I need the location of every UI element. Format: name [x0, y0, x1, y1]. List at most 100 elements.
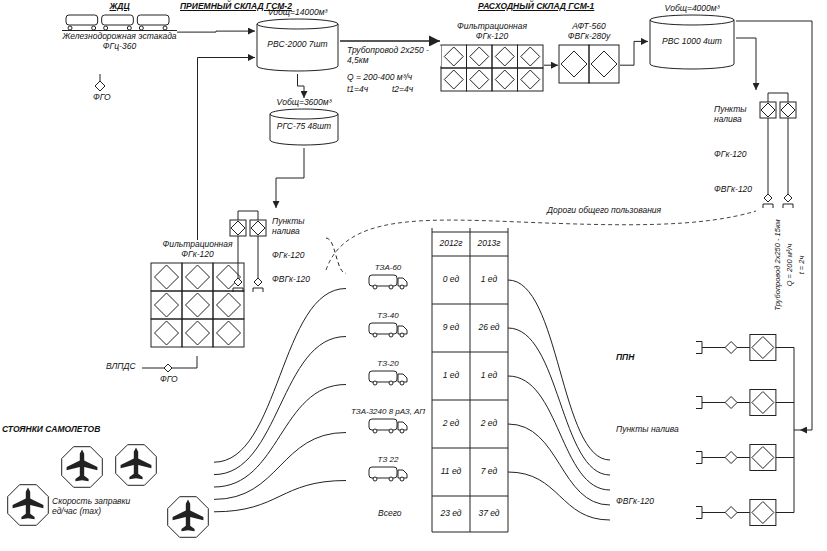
fill-node: Пункты наливаФГк-120ФВГк-120: [712, 90, 800, 210]
aircraft-group: [173, 499, 204, 531]
tank-roof: [650, 15, 734, 25]
truck-node: ТЗ-20: [346, 359, 430, 393]
aircraft-group: [13, 487, 44, 519]
supply-line: [508, 328, 610, 475]
pipe: [258, 236, 259, 278]
note: ФГО: [160, 375, 178, 385]
truck-node: ТЗ-40: [346, 311, 430, 345]
filter-diamond: [470, 47, 489, 66]
tank-roof: [257, 19, 338, 29]
park-node: СТОЯНКИ САМОЛЕТОВСкорость заправки ед/ча…: [2, 425, 214, 549]
truck-wheel: [389, 429, 393, 433]
connector: [214, 385, 346, 488]
filter-diamond: [95, 81, 105, 91]
filter-diamond: [186, 293, 210, 317]
tank: РВС-2000 7шт: [255, 18, 340, 72]
filter-diamond: [164, 364, 172, 372]
connector: [736, 38, 756, 90]
filling-stand: [253, 288, 263, 292]
filter-diamond: [784, 194, 792, 202]
ppn-points-art: [694, 320, 800, 540]
filter-cell: [518, 68, 544, 91]
connector: [298, 74, 305, 98]
filling-text: ФВГк-120: [272, 275, 324, 285]
filter-diamond: [186, 265, 210, 289]
connector: [177, 31, 255, 33]
note: Всего: [378, 509, 401, 519]
filter-box: [760, 102, 776, 118]
connector: [214, 433, 346, 500]
filter-diamond: [495, 70, 514, 89]
supply-line: [508, 424, 610, 505]
rail-cars: [62, 13, 177, 31]
tank-type: РВС-2000 7шт: [267, 40, 327, 50]
filter-box: [750, 335, 776, 361]
filter-station-name: АФТ-560 ФВГк-280у: [558, 22, 620, 42]
car-wheel: [104, 26, 108, 30]
filter-diamond: [217, 321, 241, 345]
table-cell: 23 ед: [432, 509, 470, 519]
truck-tank: [369, 419, 397, 430]
table-cell: 1 ед: [470, 371, 508, 381]
grid-node: Фильтрационная ФГк-120: [150, 240, 245, 354]
filter-diamond: [234, 278, 242, 286]
connector: [736, 21, 812, 430]
connector: [276, 148, 304, 208]
filter-grid-art: [558, 44, 620, 84]
filter-diamond: [761, 103, 775, 117]
truck-wheel: [400, 333, 404, 337]
fuel-truck: [346, 369, 430, 386]
table-line: [432, 532, 508, 533]
filter-grid: [440, 44, 544, 92]
filter-grid-art: [440, 44, 544, 92]
truck-wheel: [373, 381, 377, 385]
pipe: [258, 211, 259, 220]
truck-wheel: [373, 333, 377, 337]
fill-node: Пункты наливаФГк-120ФВГк-120: [226, 208, 326, 294]
filling-points: [756, 90, 800, 210]
pipeline-label: Трубопровод 2х250 - 4,5км: [345, 46, 441, 66]
note: Q = 200-400 м³/ч: [347, 73, 412, 83]
table-cell: 2 ед: [470, 419, 508, 429]
truck-wheel: [373, 429, 377, 433]
aircraft-stands: [2, 425, 214, 549]
tank-volume: Vобщ=4000м³: [648, 4, 736, 14]
manifold: [238, 211, 258, 212]
filter-diamond: [495, 47, 514, 66]
tank-roof: [270, 109, 338, 119]
filter-diamond: [444, 47, 463, 66]
truck-type: ТЗ-40: [346, 311, 430, 320]
filter-box: [780, 102, 796, 118]
filter-diamond: [752, 447, 774, 469]
supply-line: [508, 280, 610, 460]
text-column: ППНПункты наливаФВГк-120: [612, 320, 694, 540]
collector: [794, 430, 800, 431]
tank-type: РВС 1000 4шт: [662, 37, 722, 47]
filter-diamond: [725, 452, 737, 464]
filter-diamond: [781, 103, 795, 117]
filter-diamond: [561, 51, 587, 77]
filter-box: [750, 445, 776, 471]
rail-car: [66, 15, 98, 25]
table-line: [470, 228, 471, 532]
note: t2=4ч: [392, 85, 413, 95]
fuel-truck-art: [346, 273, 430, 290]
parking-stand: [116, 445, 157, 486]
ppn-text: Пункты налива: [616, 425, 690, 435]
tank-node: Vобщ=3600м³РГС-75 48шт: [268, 98, 340, 148]
filter-diamond: [725, 397, 737, 409]
table-line: [432, 400, 508, 401]
filling-stand: [696, 507, 708, 519]
refuel-rate: Скорость заправки ед/час (max): [52, 497, 144, 517]
pipe: [768, 118, 769, 194]
rail-cars-art: [62, 13, 177, 31]
filling-points-art: [756, 90, 800, 210]
pipe: [788, 93, 789, 102]
filling-text: ФГк-120: [714, 150, 754, 160]
ppn-node: ППНПункты наливаФВГк-120: [612, 320, 800, 540]
parking-stand: [168, 497, 209, 538]
filling-stand: [696, 452, 708, 464]
tank: РГС-75 48шт: [268, 108, 340, 146]
filter-cell: [492, 68, 518, 91]
